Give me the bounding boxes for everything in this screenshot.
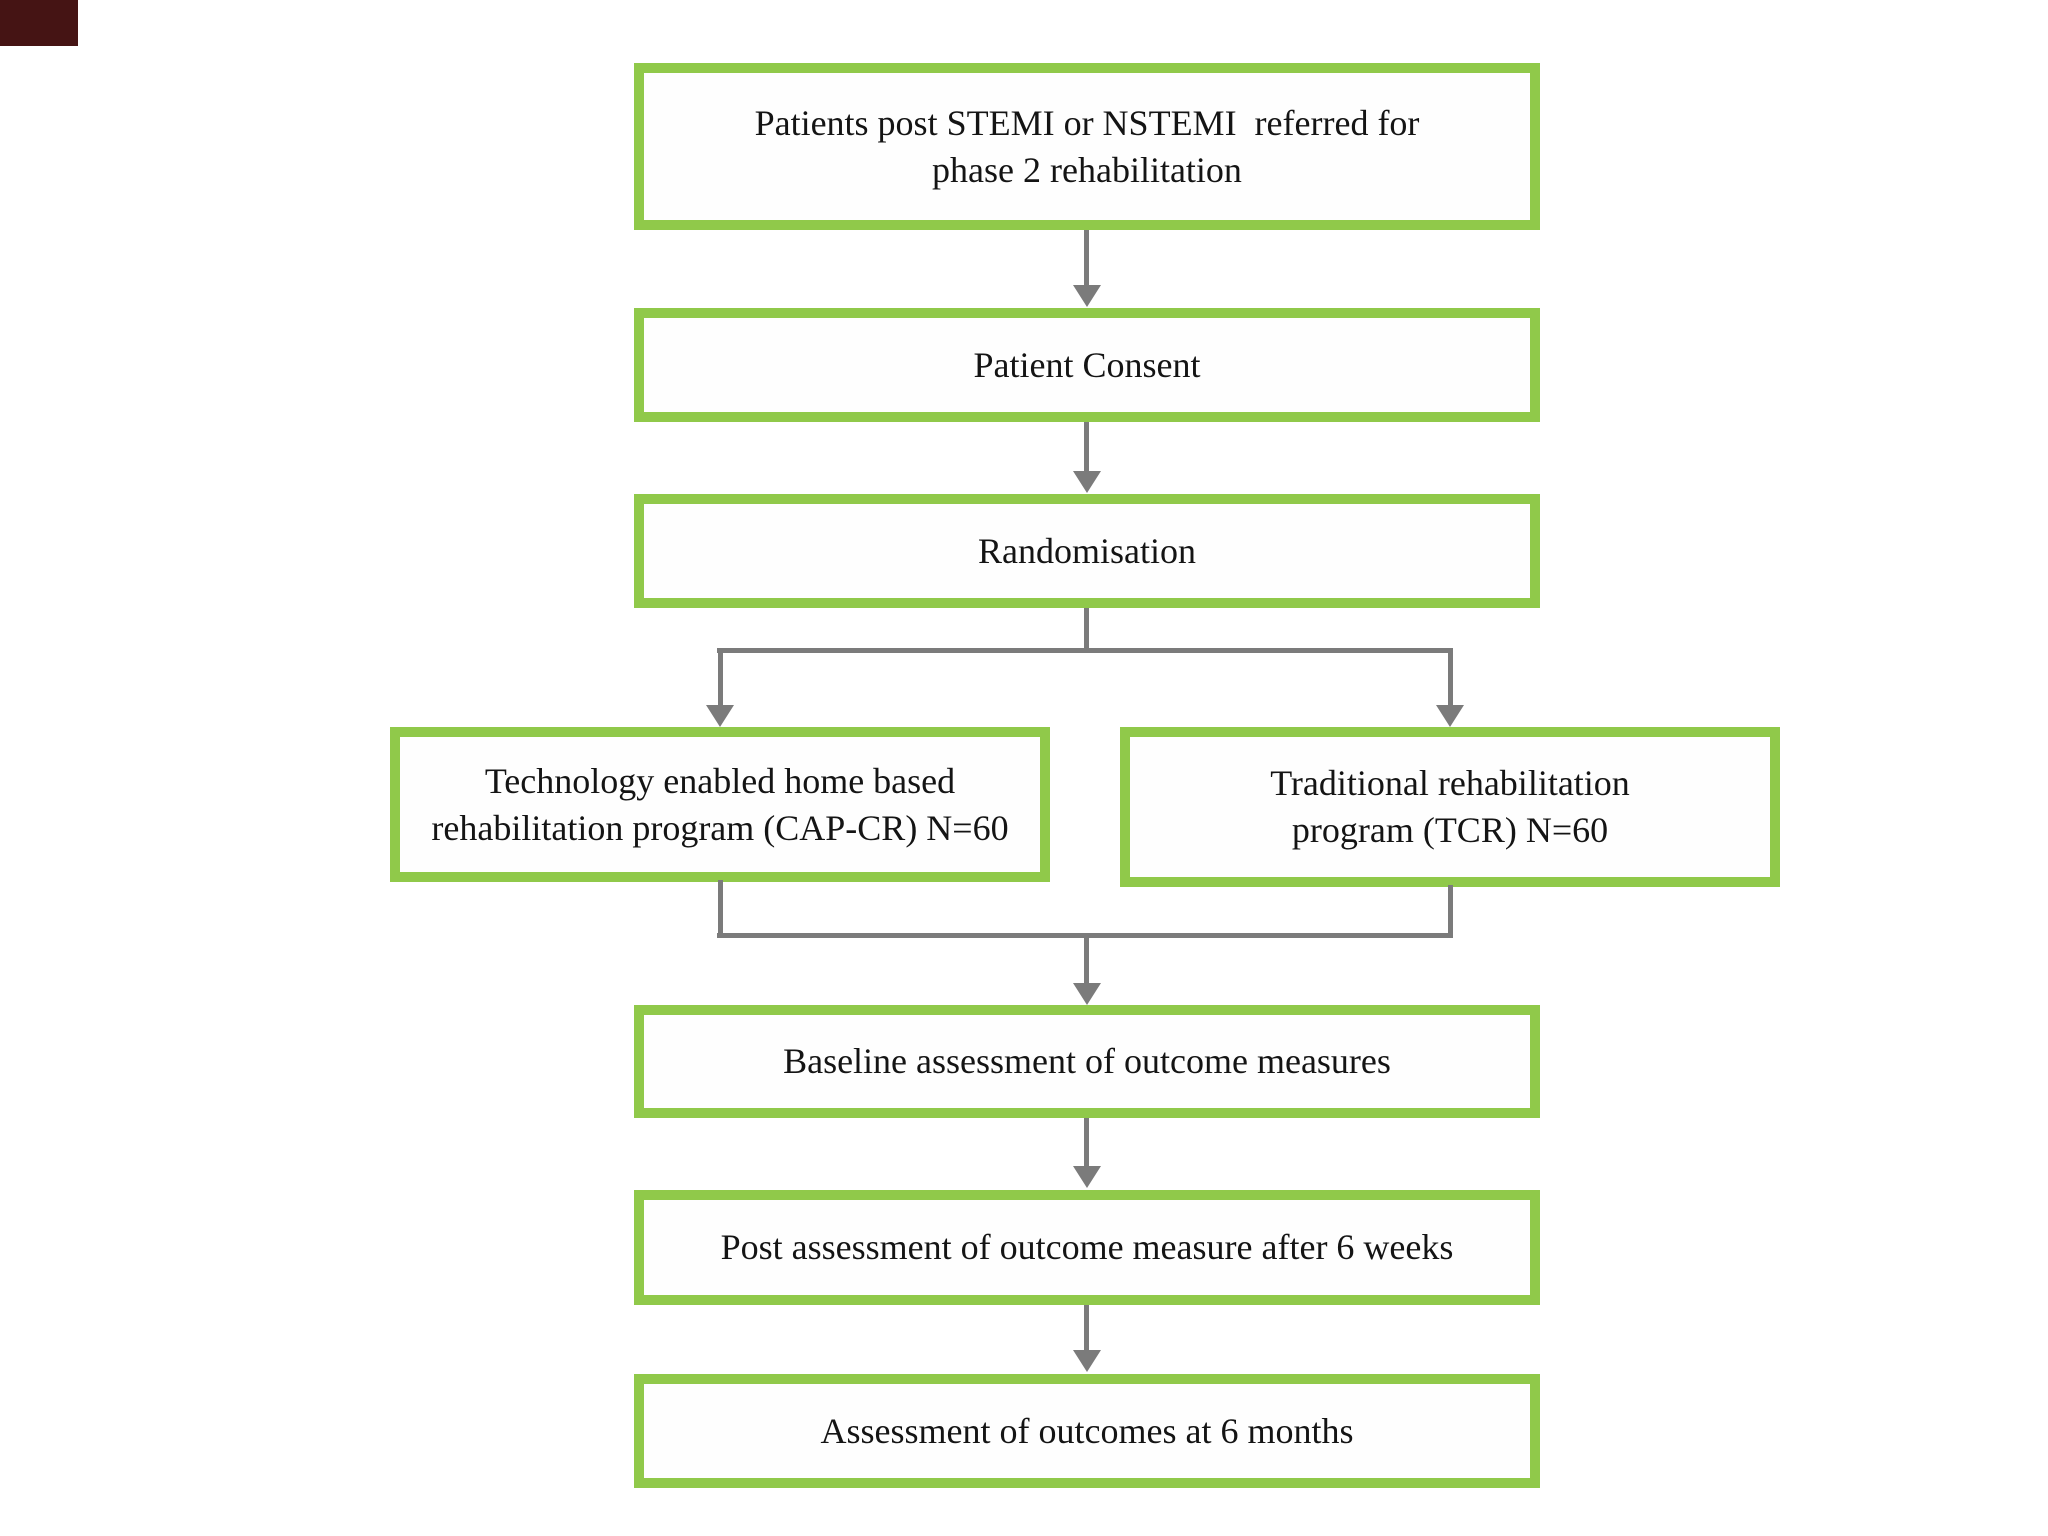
connector-merge-bar xyxy=(717,933,1453,938)
label-line: phase 2 rehabilitation xyxy=(932,149,1242,190)
connector-referral-consent-stem xyxy=(1084,230,1089,287)
flow-node-cap-cr-label: Technology enabled home based rehabilita… xyxy=(431,758,1008,852)
flow-node-consent: Patient Consent xyxy=(634,308,1540,422)
connector-merge-left-drop xyxy=(718,880,723,938)
arrowhead-down-icon xyxy=(706,705,734,727)
flow-node-referral-label: Patients post STEMI or NSTEMI referred f… xyxy=(755,100,1420,194)
arrowhead-down-icon xyxy=(1073,1166,1101,1188)
arrowhead-down-icon xyxy=(1073,471,1101,493)
flow-node-tcr-label: Traditional rehabilitation program (TCR)… xyxy=(1270,760,1630,854)
flow-node-six-months: Assessment of outcomes at 6 months xyxy=(634,1374,1540,1488)
connector-merge-stem xyxy=(1084,936,1089,985)
flow-node-cap-cr: Technology enabled home based rehabilita… xyxy=(390,727,1050,882)
connector-split-bar xyxy=(717,648,1453,653)
flow-node-baseline: Baseline assessment of outcome measures xyxy=(634,1005,1540,1118)
corner-marker xyxy=(0,0,78,46)
label-line: Baseline assessment of outcome measures xyxy=(783,1041,1391,1082)
flow-node-six-months-label: Assessment of outcomes at 6 months xyxy=(821,1408,1354,1455)
flow-node-baseline-label: Baseline assessment of outcome measures xyxy=(783,1038,1391,1085)
label-line: Randomisation xyxy=(978,530,1196,571)
flow-node-consent-label: Patient Consent xyxy=(974,342,1201,389)
arrowhead-down-icon xyxy=(1073,1350,1101,1372)
connector-merge-right-drop xyxy=(1448,885,1453,938)
connector-split-stem xyxy=(1084,608,1089,653)
arrowhead-down-icon xyxy=(1073,983,1101,1005)
connector-baseline-post-stem xyxy=(1084,1118,1089,1168)
connector-consent-randomisation-stem xyxy=(1084,422,1089,473)
label-line: Assessment of outcomes at 6 months xyxy=(820,1410,1354,1451)
label-line: Patients post STEMI or NSTEMI referred f… xyxy=(754,102,1420,143)
connector-split-right-drop xyxy=(1448,648,1453,707)
connector-post-six-months-stem xyxy=(1084,1305,1089,1352)
flow-node-randomisation: Randomisation xyxy=(634,494,1540,608)
arrowhead-down-icon xyxy=(1436,705,1464,727)
connector-split-left-drop xyxy=(718,648,723,707)
flow-node-referral: Patients post STEMI or NSTEMI referred f… xyxy=(634,63,1540,230)
label-line: Technology enabled home based xyxy=(484,760,956,801)
flow-node-post-6-weeks: Post assessment of outcome measure after… xyxy=(634,1190,1540,1305)
flow-node-post-6-weeks-label: Post assessment of outcome measure after… xyxy=(721,1224,1454,1271)
flow-node-randomisation-label: Randomisation xyxy=(978,528,1196,575)
label-line: Traditional rehabilitation xyxy=(1270,763,1630,804)
label-line: Post assessment of outcome measure after… xyxy=(720,1227,1454,1268)
label-line: rehabilitation program (CAP-CR) N=60 xyxy=(431,807,1009,848)
label-line: Patient Consent xyxy=(973,344,1201,385)
flow-node-tcr: Traditional rehabilitation program (TCR)… xyxy=(1120,727,1780,887)
arrowhead-down-icon xyxy=(1073,285,1101,307)
label-line: program (TCR) N=60 xyxy=(1291,810,1609,850)
